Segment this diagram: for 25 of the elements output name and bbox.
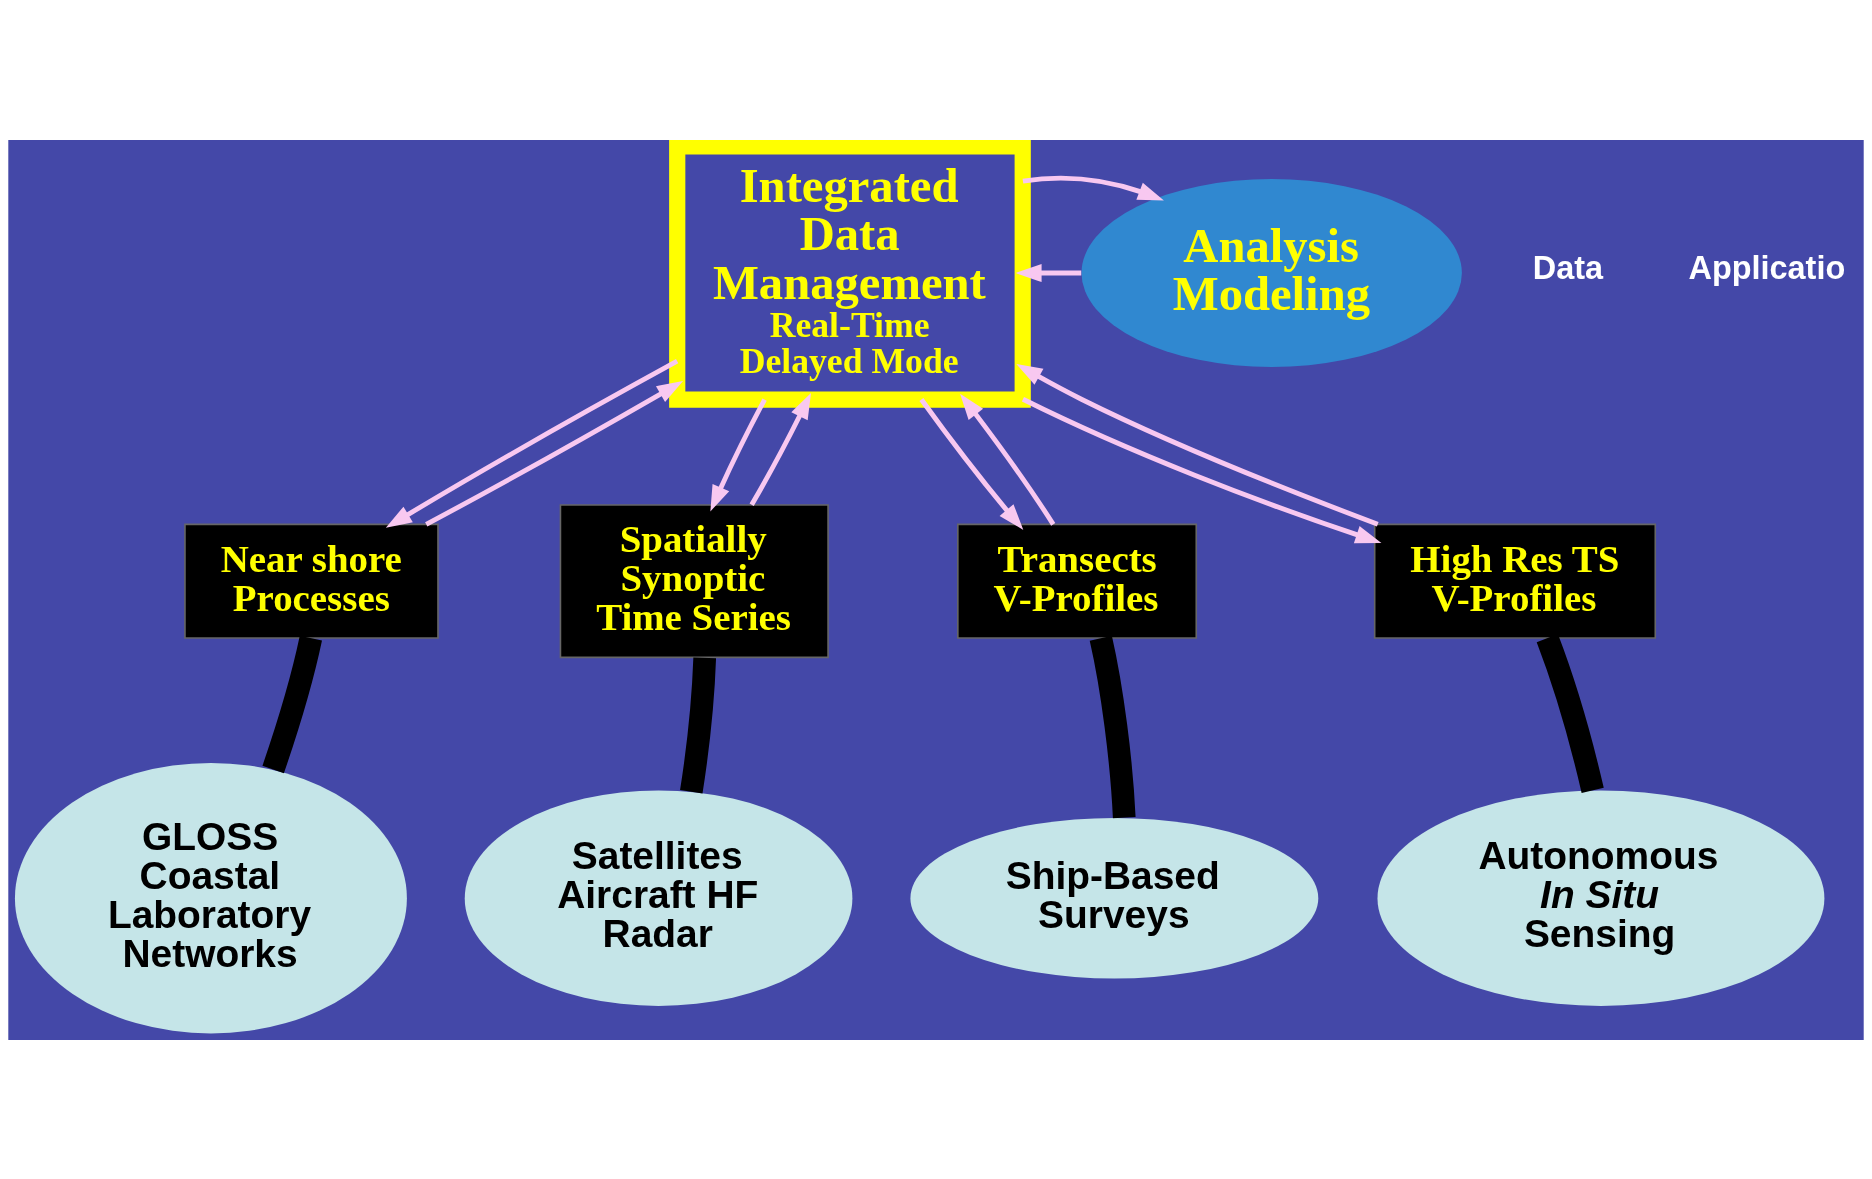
node-ellipse: Ship-Based Surveys — [910, 817, 1319, 978]
node-box: Spatially Synoptic Time Series — [559, 503, 829, 658]
arrow — [749, 392, 811, 506]
arrow — [919, 397, 1024, 530]
connector — [262, 635, 322, 773]
arrow — [960, 393, 1056, 526]
arrow — [1016, 363, 1379, 527]
node-ellipse: Satellites Aircraft HF Radar — [464, 789, 853, 1006]
node-box: Integrated Data Management Real-Time Delayed Mode — [669, 139, 1031, 408]
arrow — [1022, 175, 1164, 200]
node-box: Near shore Processes — [184, 523, 439, 639]
label: Applicatio — [1688, 249, 1846, 286]
node-box: High Res TS V-Profiles — [1373, 523, 1657, 639]
label: Data — [1532, 249, 1604, 286]
node-ellipse: Analysis Modeling — [1081, 178, 1462, 367]
arrow — [1015, 263, 1082, 282]
node-ellipse: GLOSS Coastal Laboratory Networks — [14, 762, 407, 1033]
connector — [1089, 635, 1136, 818]
arrow — [385, 358, 679, 528]
connector — [680, 656, 717, 793]
arrow — [710, 397, 767, 511]
arrow — [425, 380, 684, 527]
node-box: Transects V-Profiles — [957, 523, 1198, 639]
node-ellipse: Autonomous In Situ Sensing — [1377, 789, 1825, 1006]
arrow — [1021, 396, 1382, 543]
